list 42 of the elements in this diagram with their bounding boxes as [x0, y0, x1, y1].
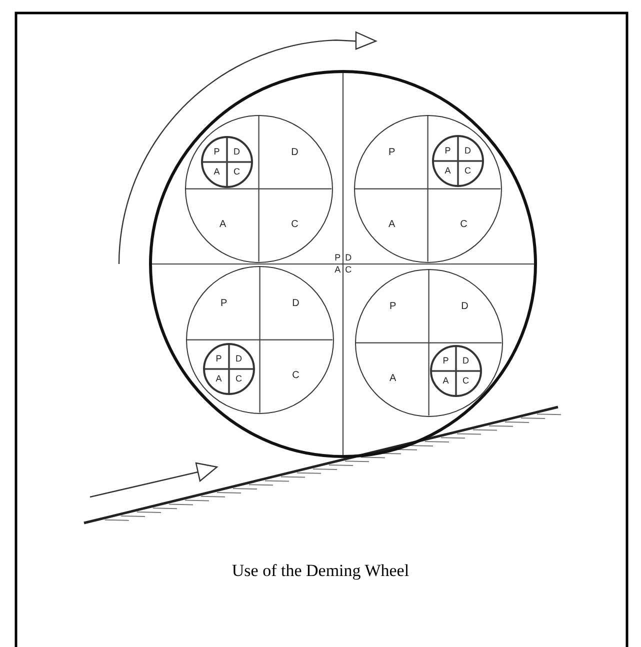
cycle-letter: A: [219, 220, 226, 230]
cycle-letter: P: [444, 146, 451, 156]
cycle-letter: A: [214, 167, 220, 176]
cycle-letter: C: [234, 167, 240, 176]
cycle-letter: C: [464, 166, 472, 176]
cycle-letter: D: [292, 298, 300, 309]
cycle-letter: A: [389, 374, 396, 384]
cycle-circle: [186, 266, 334, 414]
cycle-letter: D: [464, 146, 472, 156]
cycle-letter: P: [216, 354, 222, 364]
cycle-circle: [354, 115, 502, 263]
sub-cycle-circle: [202, 342, 255, 395]
cycle-letter: A: [388, 220, 396, 230]
cycle-letter: A: [334, 266, 341, 275]
cycle-letter: D: [461, 302, 468, 312]
cycle-letter: D: [291, 148, 298, 158]
cycle-letter: C: [236, 374, 242, 384]
cycle-letter: A: [442, 376, 449, 386]
cycle-letter: P: [214, 147, 220, 156]
cycle-letter: C: [291, 220, 298, 230]
cycle-letter: A: [444, 166, 451, 176]
cycle-letter: D: [462, 356, 470, 366]
cycle-letter: A: [216, 374, 222, 384]
cycle-letter: C: [345, 266, 352, 275]
cycle-letter: C: [292, 370, 300, 381]
sub-cycle-circle: [432, 134, 484, 187]
cycle-letter: P: [220, 298, 228, 309]
wheel-circle: [149, 70, 537, 458]
cycle-circle: [355, 269, 503, 417]
cycle-letter: P: [389, 302, 396, 312]
cycle-letter: P: [334, 253, 341, 262]
cycle-letter: D: [234, 147, 240, 156]
sub-cycle-circle: [200, 136, 253, 188]
caption: Use of the Deming Wheel: [230, 561, 410, 581]
cycle-letter: D: [236, 354, 242, 364]
sub-cycle-circle: [430, 344, 482, 397]
cycle-letter: P: [388, 148, 396, 158]
cycle-circle: [185, 115, 333, 263]
cycle-letter: P: [442, 356, 449, 366]
cycle-letter: C: [460, 220, 468, 230]
cycle-letter: C: [462, 376, 470, 386]
cycle-letter: D: [345, 253, 352, 262]
